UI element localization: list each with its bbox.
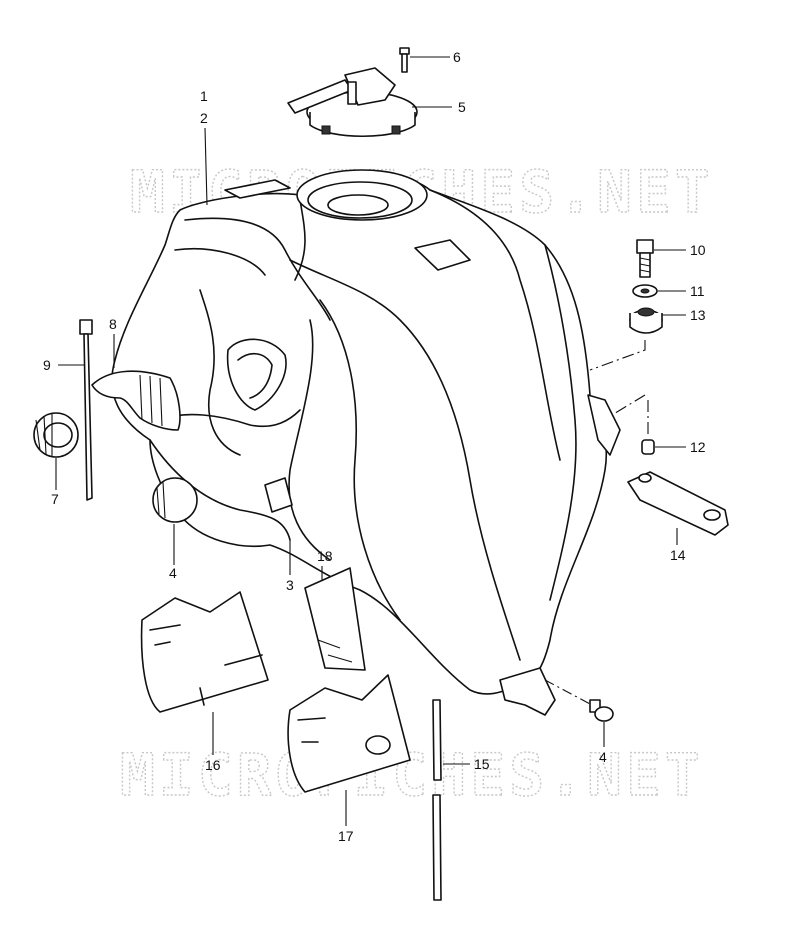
fuel-cap-assembly (287, 67, 418, 137)
washer-11 (632, 284, 658, 298)
cushion-13 (629, 307, 663, 334)
callout-7: 7 (51, 491, 59, 507)
callout-5: 5 (458, 99, 466, 115)
drain-hose-8 (91, 370, 181, 431)
callout-leaders (55, 56, 686, 826)
rubber-cap-4 (152, 477, 198, 523)
cable-tie-9 (79, 319, 93, 501)
callout-13: 13 (690, 307, 706, 323)
callout-11: 11 (690, 283, 705, 299)
callout-3: 3 (286, 577, 294, 593)
pad-16 (140, 591, 269, 713)
callout-4-lower: 4 (599, 749, 607, 765)
collar-12 (641, 439, 655, 455)
callout-4-upper: 4 (169, 565, 177, 581)
callout-12: 12 (690, 439, 706, 455)
bolt-10 (636, 239, 654, 278)
callout-16: 16 (205, 757, 221, 773)
callout-labels: 1 2 3 4 4 5 6 7 8 9 10 11 13 12 14 15 16… (43, 49, 706, 844)
callout-10: 10 (690, 242, 706, 258)
fuel-tank (111, 169, 621, 716)
pad-18 (304, 567, 366, 671)
callout-14: 14 (670, 547, 686, 563)
callout-18: 18 (317, 548, 333, 564)
watermark-bottom: MICROFICHES.NET (120, 741, 704, 809)
callout-6: 6 (453, 49, 461, 65)
callout-8: 8 (109, 316, 117, 332)
callout-15: 15 (474, 756, 490, 772)
callout-9: 9 (43, 357, 51, 373)
cushion-14 (627, 471, 729, 536)
cap-bolt (399, 47, 410, 73)
grommet-7 (33, 412, 79, 458)
callout-1: 1 (200, 88, 208, 104)
pad-17 (287, 674, 411, 793)
bolt-4-lower (544, 679, 614, 722)
callout-17: 17 (338, 828, 354, 844)
hose-15 (432, 699, 442, 901)
callout-2: 2 (200, 110, 208, 126)
